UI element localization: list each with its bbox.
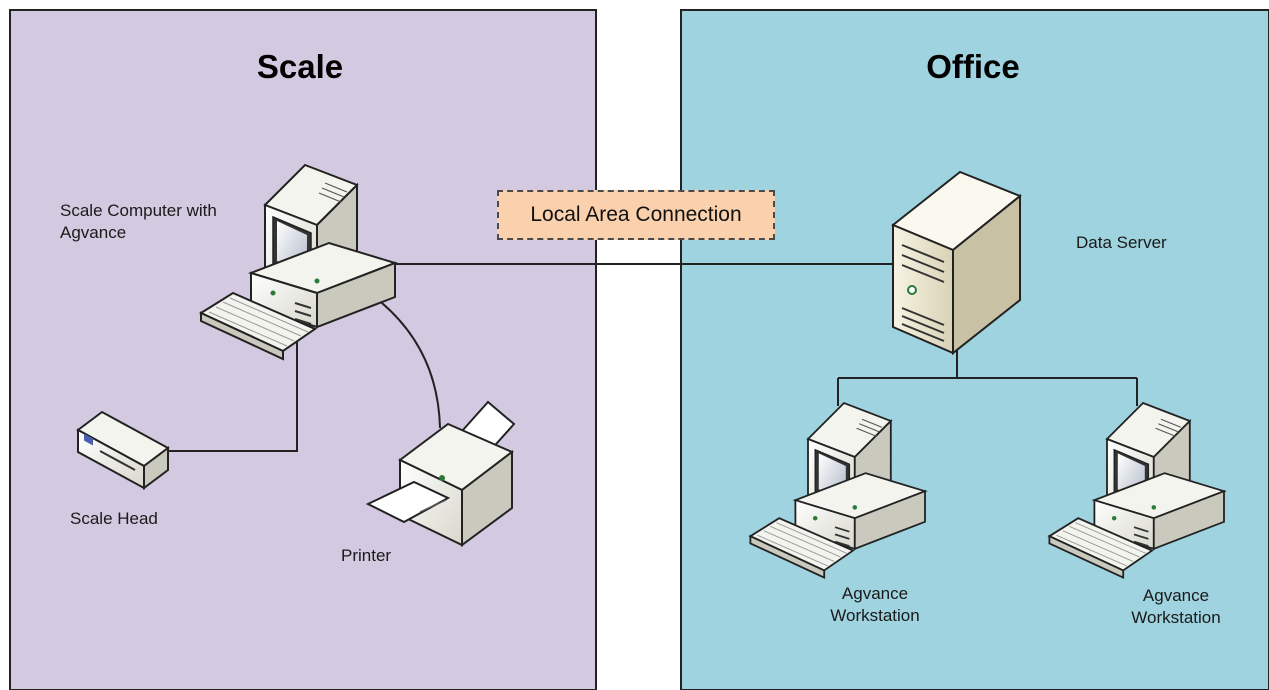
office-zone [680, 9, 1269, 690]
server-icon [891, 170, 1022, 356]
office-zone-title: Office [926, 48, 1020, 85]
scale-head-link [146, 342, 298, 452]
connection-lines [146, 263, 1138, 452]
printer-cable [371, 294, 441, 429]
data-server-label: Data Server [1076, 233, 1167, 252]
local-area-connection-label: Local Area Connection [497, 190, 775, 240]
scale-head-label: Scale Head [70, 509, 158, 528]
workstation-1-label: Agvance Workstation [830, 584, 920, 625]
printer-label: Printer [341, 546, 392, 565]
scale-zone [9, 9, 597, 690]
scale-zone-title: Scale [256, 48, 344, 85]
scale-computer-label: Scale Computer with Agvance [60, 201, 217, 242]
scale-head-icon [76, 410, 170, 490]
workstation-2-label: Agvance Workstation [1131, 586, 1221, 627]
printer-icon [365, 400, 516, 547]
